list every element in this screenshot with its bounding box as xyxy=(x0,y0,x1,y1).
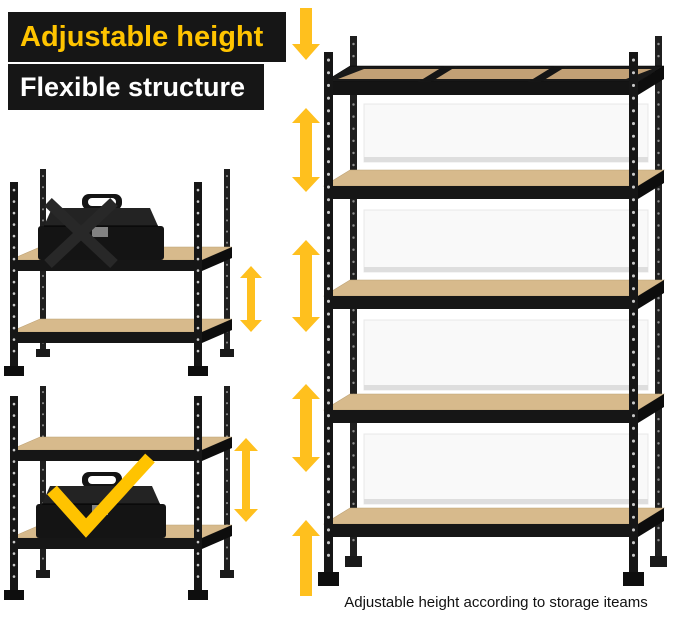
adjust-arrow-down-icon xyxy=(292,8,320,60)
front-posts xyxy=(10,182,202,366)
gap-panels xyxy=(363,103,649,505)
shelf-board xyxy=(322,393,666,411)
adjust-arrow-double-icon-1 xyxy=(292,108,320,192)
up-arrow-shape xyxy=(292,520,320,596)
shelf-tier-5 xyxy=(322,507,666,537)
double-arrow-shape xyxy=(240,266,262,332)
shelf-tier-3 xyxy=(322,279,666,309)
caption-text: Adjustable height according to storage i… xyxy=(344,594,648,611)
shelf-tier-2 xyxy=(322,169,666,199)
flexible-structure-headline: Flexible structure xyxy=(8,64,264,110)
check-icon xyxy=(47,453,155,538)
cross-icon xyxy=(44,197,118,269)
adjust-arrow-double-icon-3 xyxy=(292,384,320,472)
shelf-tier-1-top-frame xyxy=(323,65,665,95)
two-tier-shelf-wrong-illustration xyxy=(4,169,234,376)
small-shelf-2-adjust-arrow-icon xyxy=(234,438,258,522)
back-posts xyxy=(40,386,230,570)
shelf-board xyxy=(322,507,666,525)
small-shelf-1-adjust-arrow-icon xyxy=(240,266,262,332)
shelf-tier-bottom xyxy=(9,318,233,343)
double-arrow-shape xyxy=(292,108,320,192)
double-arrow-shape xyxy=(292,240,320,332)
top-board-underside xyxy=(338,69,652,79)
feet xyxy=(4,570,234,600)
front-posts xyxy=(10,396,202,590)
adjust-arrow-up-icon xyxy=(292,520,320,596)
shelf-board xyxy=(322,279,666,297)
shelf-tier-4 xyxy=(322,393,666,423)
double-arrow-shape xyxy=(234,438,258,522)
five-tier-shelf-illustration xyxy=(318,36,667,586)
adjust-arrow-double-icon-2 xyxy=(292,240,320,332)
shelf-tier-top xyxy=(9,436,233,461)
down-arrow-shape xyxy=(292,8,320,60)
adjustable-height-headline: Adjustable height xyxy=(8,12,286,62)
feet xyxy=(318,556,667,586)
cross-brace xyxy=(418,66,457,82)
shelf-board xyxy=(322,169,666,187)
double-arrow-shape xyxy=(292,384,320,472)
cross-brace xyxy=(528,66,567,82)
front-posts xyxy=(324,52,638,572)
two-tier-shelf-correct-illustration xyxy=(4,386,234,600)
toolbox-latch xyxy=(92,227,108,237)
feet xyxy=(4,349,234,376)
